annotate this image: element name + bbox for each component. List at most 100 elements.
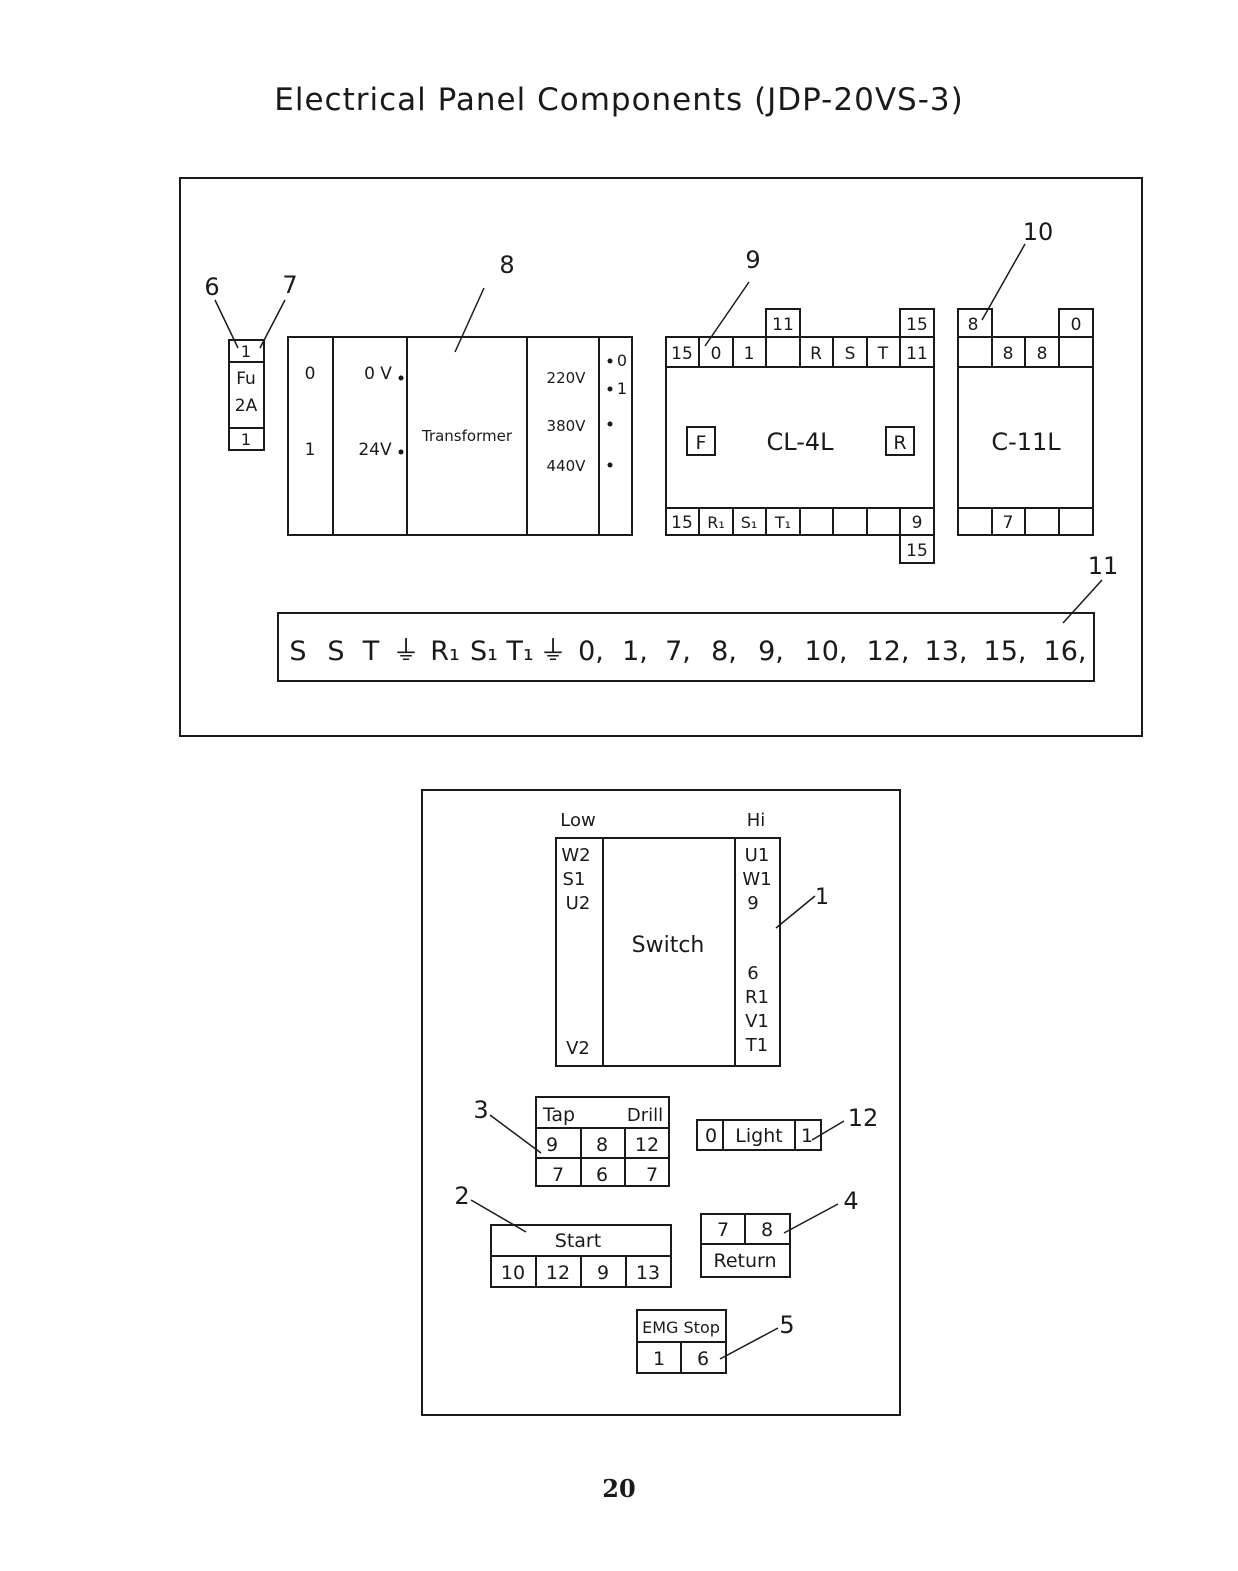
fuse-top-label: 1 bbox=[241, 342, 251, 361]
emg-stop-terminal-6: 6 bbox=[697, 1348, 709, 1370]
cl4l-bottom-terminal: R₁ bbox=[707, 513, 725, 532]
return-terminal-7: 7 bbox=[717, 1219, 729, 1241]
c11l-top-terminal: 8 bbox=[1037, 344, 1048, 364]
cl4l-upper-15: 15 bbox=[906, 315, 928, 335]
selector-switch bbox=[555, 837, 781, 1067]
emg-stop-label: EMG Stop bbox=[642, 1318, 720, 1337]
transformer-secondary-24v: 24V bbox=[358, 440, 392, 460]
cl4l-name: CL-4L bbox=[766, 428, 834, 456]
strip-label: 10, bbox=[805, 636, 848, 667]
callout-2: 2 bbox=[454, 1182, 469, 1210]
cl4l-bottom-terminal: T₁ bbox=[774, 513, 791, 532]
tap-label: Tap bbox=[542, 1104, 575, 1126]
transformer-primary-440v: 440V bbox=[547, 457, 587, 475]
upper-panel-frame bbox=[179, 177, 1143, 737]
callout-3: 3 bbox=[473, 1096, 488, 1124]
leader-lines-top bbox=[214, 243, 1103, 624]
transformer-tap-0: 0 bbox=[617, 351, 627, 370]
callout-7: 7 bbox=[282, 271, 297, 299]
cl4l-bottom-terminal: 15 bbox=[671, 513, 693, 533]
strip-label: T bbox=[362, 636, 380, 667]
strip-label: 0, bbox=[578, 636, 604, 667]
strip-label: S bbox=[327, 636, 344, 667]
switch-low-terminal: U2 bbox=[566, 893, 591, 914]
fuse-label-fu: Fu bbox=[236, 369, 256, 389]
terminal-strip-labels: S S T ⏚ R₁ S₁ T₁ ⏚ 0, 1, 7, 8, 9, 10, 12… bbox=[289, 636, 1086, 667]
start-terminal: 12 bbox=[546, 1262, 570, 1284]
strip-label: 16, bbox=[1044, 636, 1087, 667]
cl4l-lower-15: 15 bbox=[906, 541, 928, 561]
callout-8: 8 bbox=[499, 251, 514, 279]
start-terminal: 10 bbox=[501, 1262, 525, 1284]
callout-5: 5 bbox=[779, 1311, 794, 1339]
switch-hi-terminal: T1 bbox=[745, 1035, 768, 1056]
ground-symbol: ⏚ bbox=[393, 636, 420, 667]
callout-10: 10 bbox=[1023, 218, 1054, 246]
emg-stop-block bbox=[636, 1309, 727, 1374]
strip-label: S₁ bbox=[470, 636, 498, 667]
cl4l-reverse-label: R bbox=[893, 432, 906, 454]
page-title: Electrical Panel Components (JDP-20VS-3) bbox=[274, 82, 964, 118]
transformer-secondary-0v: 0 V bbox=[364, 364, 392, 384]
relay-c11l bbox=[957, 308, 1094, 536]
cl4l-bottom-terminal: S₁ bbox=[741, 513, 758, 532]
fuse-block bbox=[228, 339, 265, 451]
transformer-name: Transformer bbox=[421, 427, 513, 445]
switch-low-terminal: S1 bbox=[563, 869, 586, 890]
tap-drill-terminal: 8 bbox=[596, 1134, 608, 1156]
transformer-primary-380v: 380V bbox=[547, 417, 587, 435]
switch-hi-label: Hi bbox=[747, 810, 766, 831]
ground-symbol: ⏚ bbox=[540, 636, 567, 667]
strip-label: 12, bbox=[867, 636, 910, 667]
c11l-bottom-terminal: 7 bbox=[1003, 513, 1014, 533]
start-terminal: 9 bbox=[597, 1262, 609, 1284]
switch-hi-terminal: W1 bbox=[742, 869, 771, 890]
switch-hi-terminal: V1 bbox=[745, 1011, 769, 1032]
light-terminal-1: 1 bbox=[801, 1125, 813, 1147]
light-label: Light bbox=[735, 1125, 782, 1147]
c11l-upper-0: 0 bbox=[1071, 315, 1082, 335]
c11l-top-terminal: 8 bbox=[1003, 344, 1014, 364]
strip-label: 9, bbox=[758, 636, 784, 667]
callout-12: 12 bbox=[848, 1104, 879, 1132]
cl4l-top-terminal: 11 bbox=[906, 344, 928, 364]
leader-lines-bottom bbox=[470, 895, 845, 1360]
transformer-primary-220v: 220V bbox=[547, 369, 587, 387]
tap-drill-terminal: 9 bbox=[546, 1134, 558, 1156]
start-label: Start bbox=[555, 1230, 601, 1252]
cl4l-top-terminal: 0 bbox=[711, 344, 722, 364]
strip-label: S bbox=[289, 636, 306, 667]
tap-dots bbox=[398, 358, 613, 468]
tap-drill-terminal: 7 bbox=[552, 1164, 564, 1186]
callout-1: 1 bbox=[815, 885, 829, 910]
start-button-block bbox=[490, 1224, 672, 1288]
cl4l-top-terminal: S bbox=[845, 344, 856, 364]
terminal-strip bbox=[277, 612, 1095, 682]
callout-11: 11 bbox=[1088, 552, 1119, 580]
tap-drill-terminal: 7 bbox=[646, 1164, 658, 1186]
strip-label: 1, bbox=[622, 636, 648, 667]
drill-label: Drill bbox=[627, 1105, 663, 1126]
strip-label: 8, bbox=[711, 636, 737, 667]
strip-label: 13, bbox=[925, 636, 968, 667]
switch-low-label: Low bbox=[560, 810, 595, 831]
switch-hi-terminal: R1 bbox=[745, 987, 769, 1008]
transformer-block bbox=[287, 336, 633, 536]
switch-hi-terminal: 6 bbox=[747, 963, 758, 984]
page-number: 20 bbox=[602, 1474, 636, 1503]
strip-label: T₁ bbox=[505, 636, 533, 667]
tap-drill-switch bbox=[535, 1096, 670, 1187]
c11l-upper-8: 8 bbox=[968, 315, 979, 335]
callout-4: 4 bbox=[843, 1187, 858, 1215]
transformer-tap-1: 1 bbox=[617, 379, 627, 398]
transformer-terminal-1: 1 bbox=[305, 440, 316, 460]
fuse-label-2a: 2A bbox=[235, 396, 258, 416]
lower-panel-frame bbox=[421, 789, 901, 1416]
cl4l-top-terminal: T bbox=[877, 344, 889, 364]
switch-hi-terminal: U1 bbox=[745, 845, 770, 866]
switch-hi-terminal: 9 bbox=[747, 893, 758, 914]
return-label: Return bbox=[713, 1250, 776, 1272]
cl4l-forward-label: F bbox=[696, 432, 707, 454]
strip-label: 15, bbox=[984, 636, 1027, 667]
